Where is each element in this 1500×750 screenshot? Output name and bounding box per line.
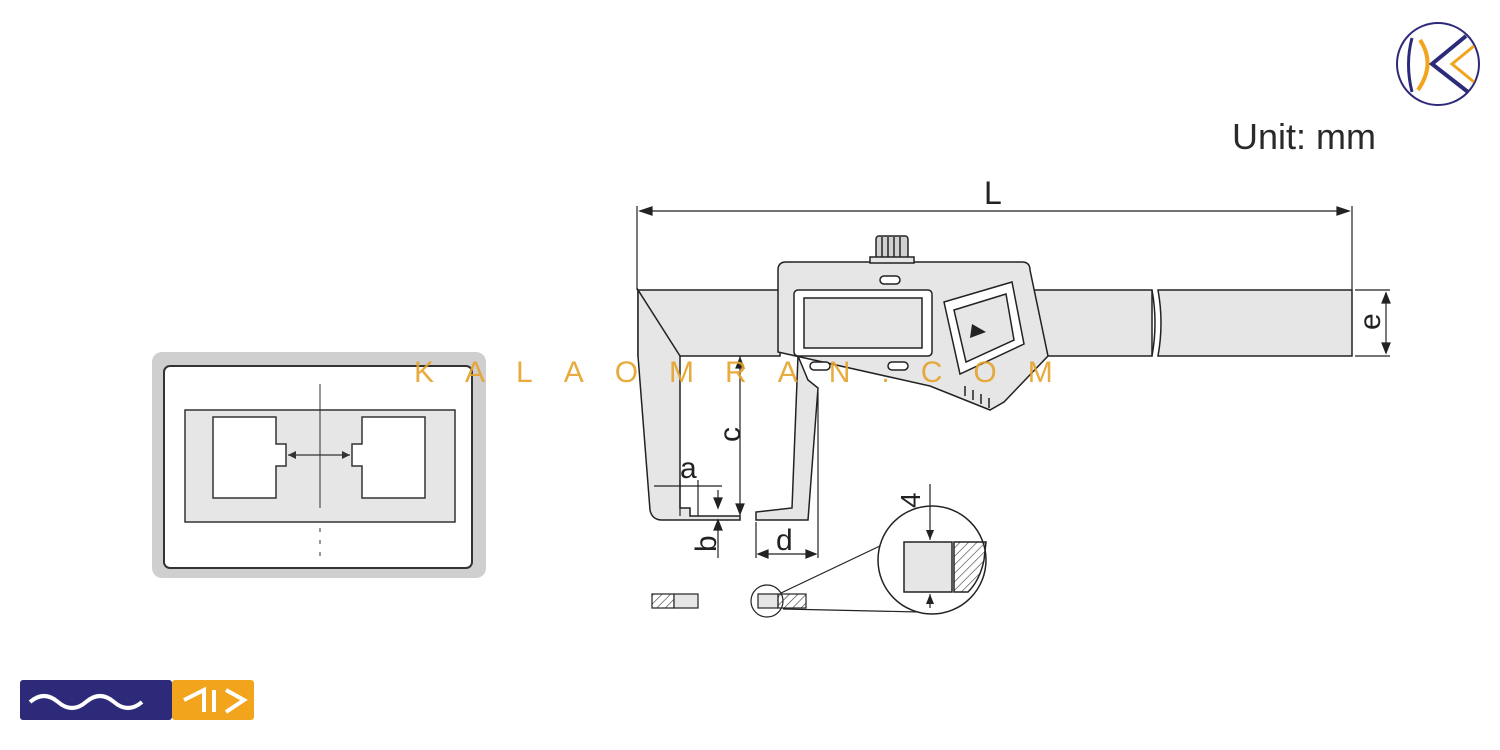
- dimension-lines: [636, 206, 1391, 559]
- cross-sections: [651, 544, 921, 618]
- caliper-body: [637, 235, 1353, 521]
- dim-label-b: b: [690, 535, 723, 552]
- inset-front-view: [152, 352, 486, 578]
- dim-label-c: c: [714, 427, 747, 442]
- dim-label-detail: 4: [895, 492, 926, 508]
- kalaomran-brand-logo: [20, 680, 254, 720]
- dim-label-d: d: [776, 524, 793, 557]
- dim-label-L: L: [984, 175, 1002, 211]
- dim-label-a: a: [680, 452, 697, 485]
- dim-label-e: e: [1354, 313, 1387, 330]
- detail-magnified-view: [877, 484, 987, 615]
- kalaomran-badge-logo: [1396, 22, 1480, 106]
- unit-label: Unit: mm: [1232, 116, 1376, 157]
- watermark: KALAOMRAN.COM: [414, 356, 1084, 389]
